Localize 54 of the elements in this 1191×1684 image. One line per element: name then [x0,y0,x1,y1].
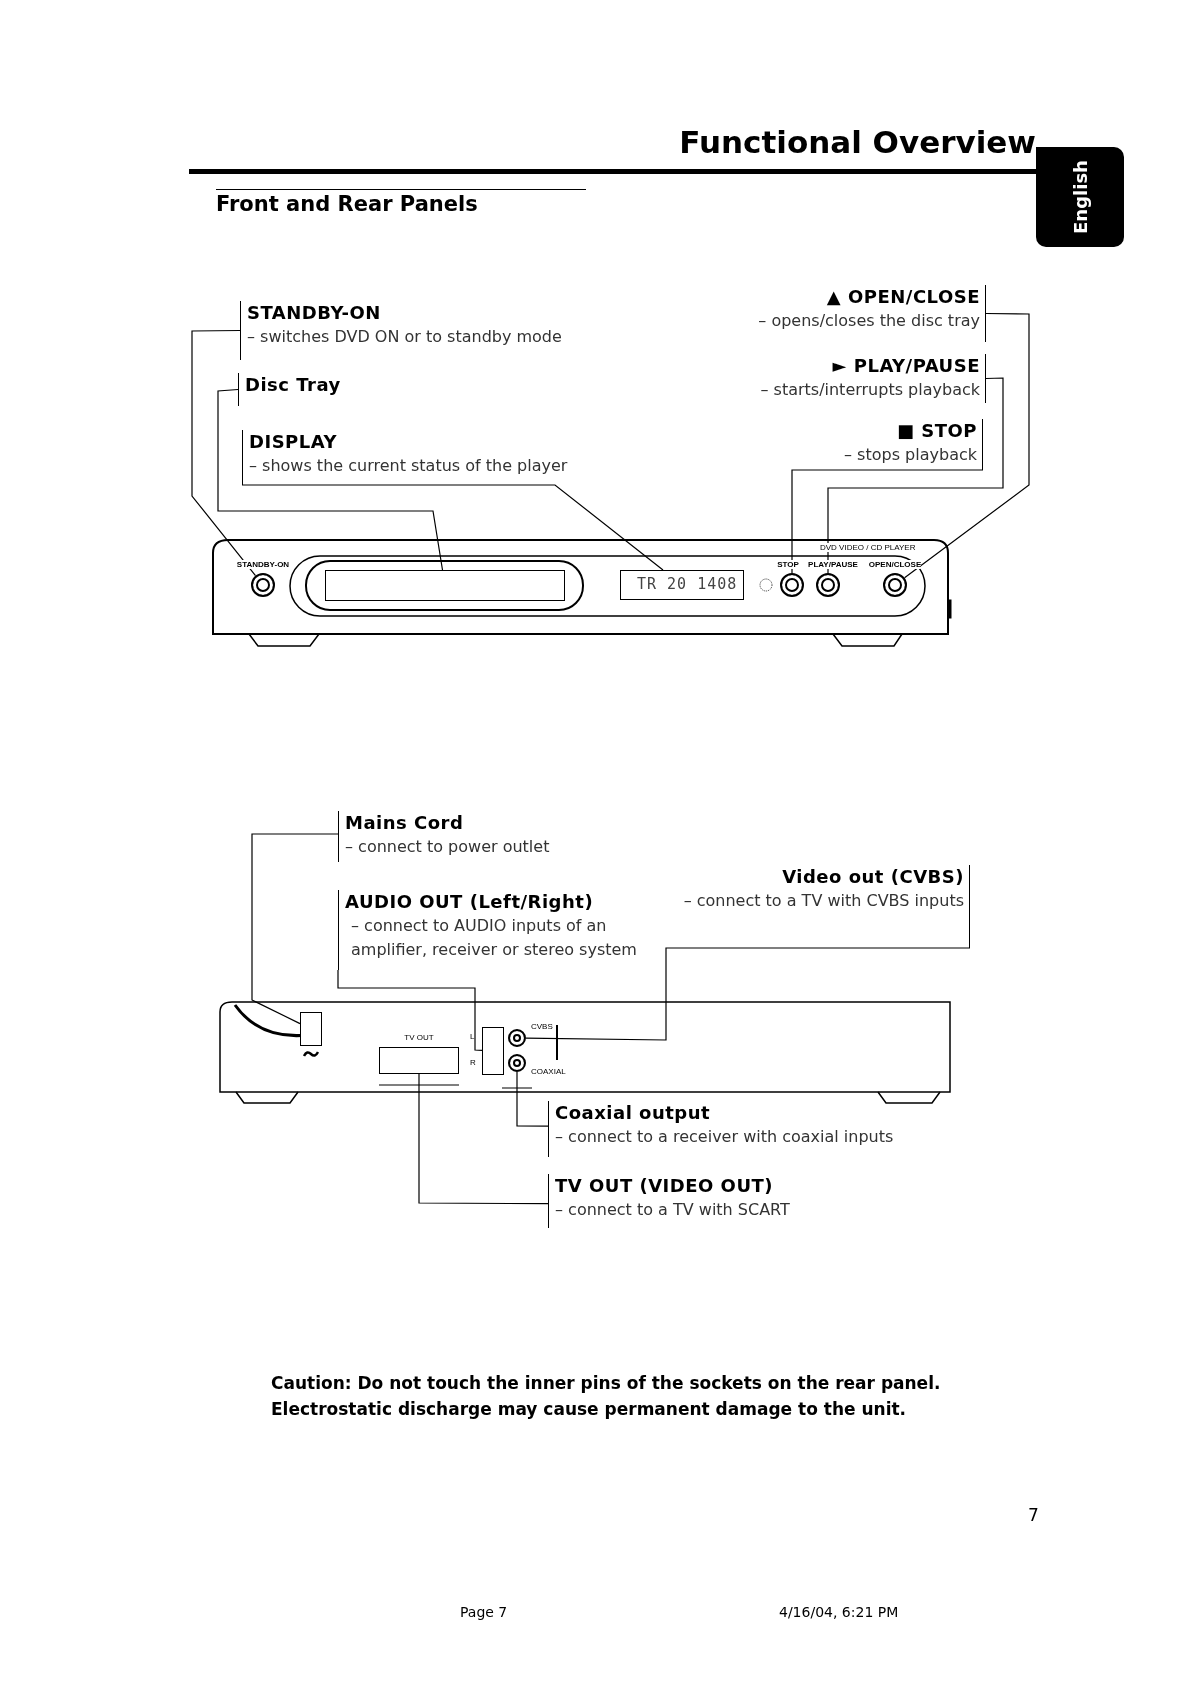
display-window [620,570,744,600]
stop-button [780,573,804,597]
caution-note: Caution: Do not touch the inner pins of the sockets on the rear panel. Electrostatic discharge may cause permanent damage to the unit. [271,1372,942,1421]
footer-text: 4/16/04, 6:21 PM [779,1604,899,1620]
play-pause-button [816,573,840,597]
scart-connector [379,1047,459,1074]
callout-description: – connect to AUDIO inputs of an amplifier, receiver or stereo system [350,915,638,961]
callout-heading: ■ STOP [896,419,977,443]
eject-button [883,573,907,597]
leader-line [337,969,483,1051]
footer-text: Page 7 [460,1604,508,1620]
model-label: DVD VIDEO / CD PLAYER [820,543,916,552]
leader-line [251,833,339,1025]
callout-description: – opens/closes the disc tray [757,310,980,332]
callout-description: – connect to power outlet [345,836,551,858]
callout-heading: TV OUT (VIDEO OUT) [555,1174,775,1198]
callout-heading: STANDBY-ON [247,301,382,325]
coaxial-jack [508,1054,526,1072]
port-label: R [470,1058,476,1067]
callout-heading: ▲ OPEN/CLOSE [825,285,980,309]
section-heading: Front and Rear Panels [216,192,478,216]
leader-line [791,469,984,574]
callout-heading: Coaxial output [555,1101,712,1125]
leader-line [516,1071,549,1127]
callout-description: – switches DVD ON or to standby mode [247,326,563,348]
leader-line [217,388,444,571]
callout-description: – starts/interrupts playback [759,379,980,401]
leader-line [827,377,1004,574]
callout-heading: DISPLAY [249,430,338,454]
callout-description: – connect to a TV with CVBS inputs [682,890,964,912]
leader-line [904,312,1030,579]
leader-line [418,1073,549,1205]
language-label: English [1069,160,1091,234]
power-socket [300,1012,322,1046]
callout-heading: Video out (CVBS) [781,865,964,889]
callout-heading: Disc Tray [245,373,342,397]
callout-heading: AUDIO OUT (Left/Right) [345,890,595,914]
callout-description: – stops playback [843,444,977,466]
video-jack [508,1029,526,1047]
port-label: L [470,1032,475,1041]
disc-tray [325,570,565,601]
callout-description: – connect to a receiver with coaxial inputs [555,1126,895,1148]
page-number: 7 [1028,1505,1039,1525]
callout-description: – connect to a TV with SCART [555,1199,791,1221]
audio-jacks [482,1027,504,1075]
display-readout: TR 20 1408 [637,575,738,593]
leader-line [191,329,257,577]
page-title: Functional Overview [679,124,1036,160]
power-button [251,573,275,597]
panel-label: PLAY/PAUSE [808,560,858,569]
leader-line [525,947,971,1041]
callout-heading: ► PLAY/PAUSE [831,354,980,378]
callout-heading: Mains Cord [345,811,465,835]
callout-description: – shows the current status of the player [249,455,569,477]
